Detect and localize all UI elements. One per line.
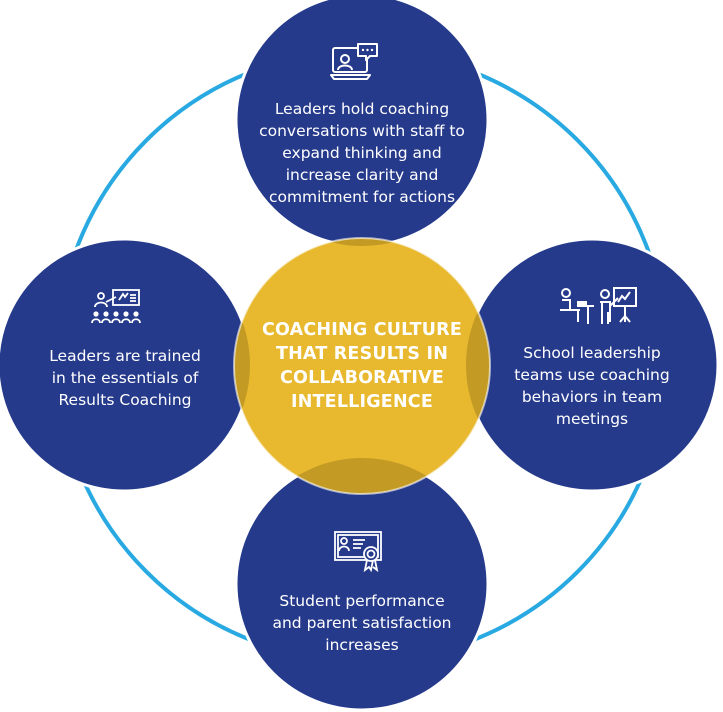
left-circle-text: Leaders are trained in the essentials of… <box>49 347 201 409</box>
team-meeting-presentation-icon <box>560 287 637 324</box>
video-conversation-icon <box>330 43 378 80</box>
top-circle-text: Leaders hold coaching conversations with… <box>259 100 465 206</box>
training-classroom-icon <box>91 289 141 324</box>
certificate-icon <box>334 531 382 572</box>
circle-center <box>234 238 490 494</box>
bottom-circle-text: Student performance and parent satisfact… <box>272 592 452 654</box>
center-circle-text: COACHING CULTURE THAT RESULTS IN COLLABO… <box>262 320 462 412</box>
right-circle-text: School leadership teams use coaching beh… <box>514 344 670 428</box>
circle-bottom <box>234 456 490 712</box>
